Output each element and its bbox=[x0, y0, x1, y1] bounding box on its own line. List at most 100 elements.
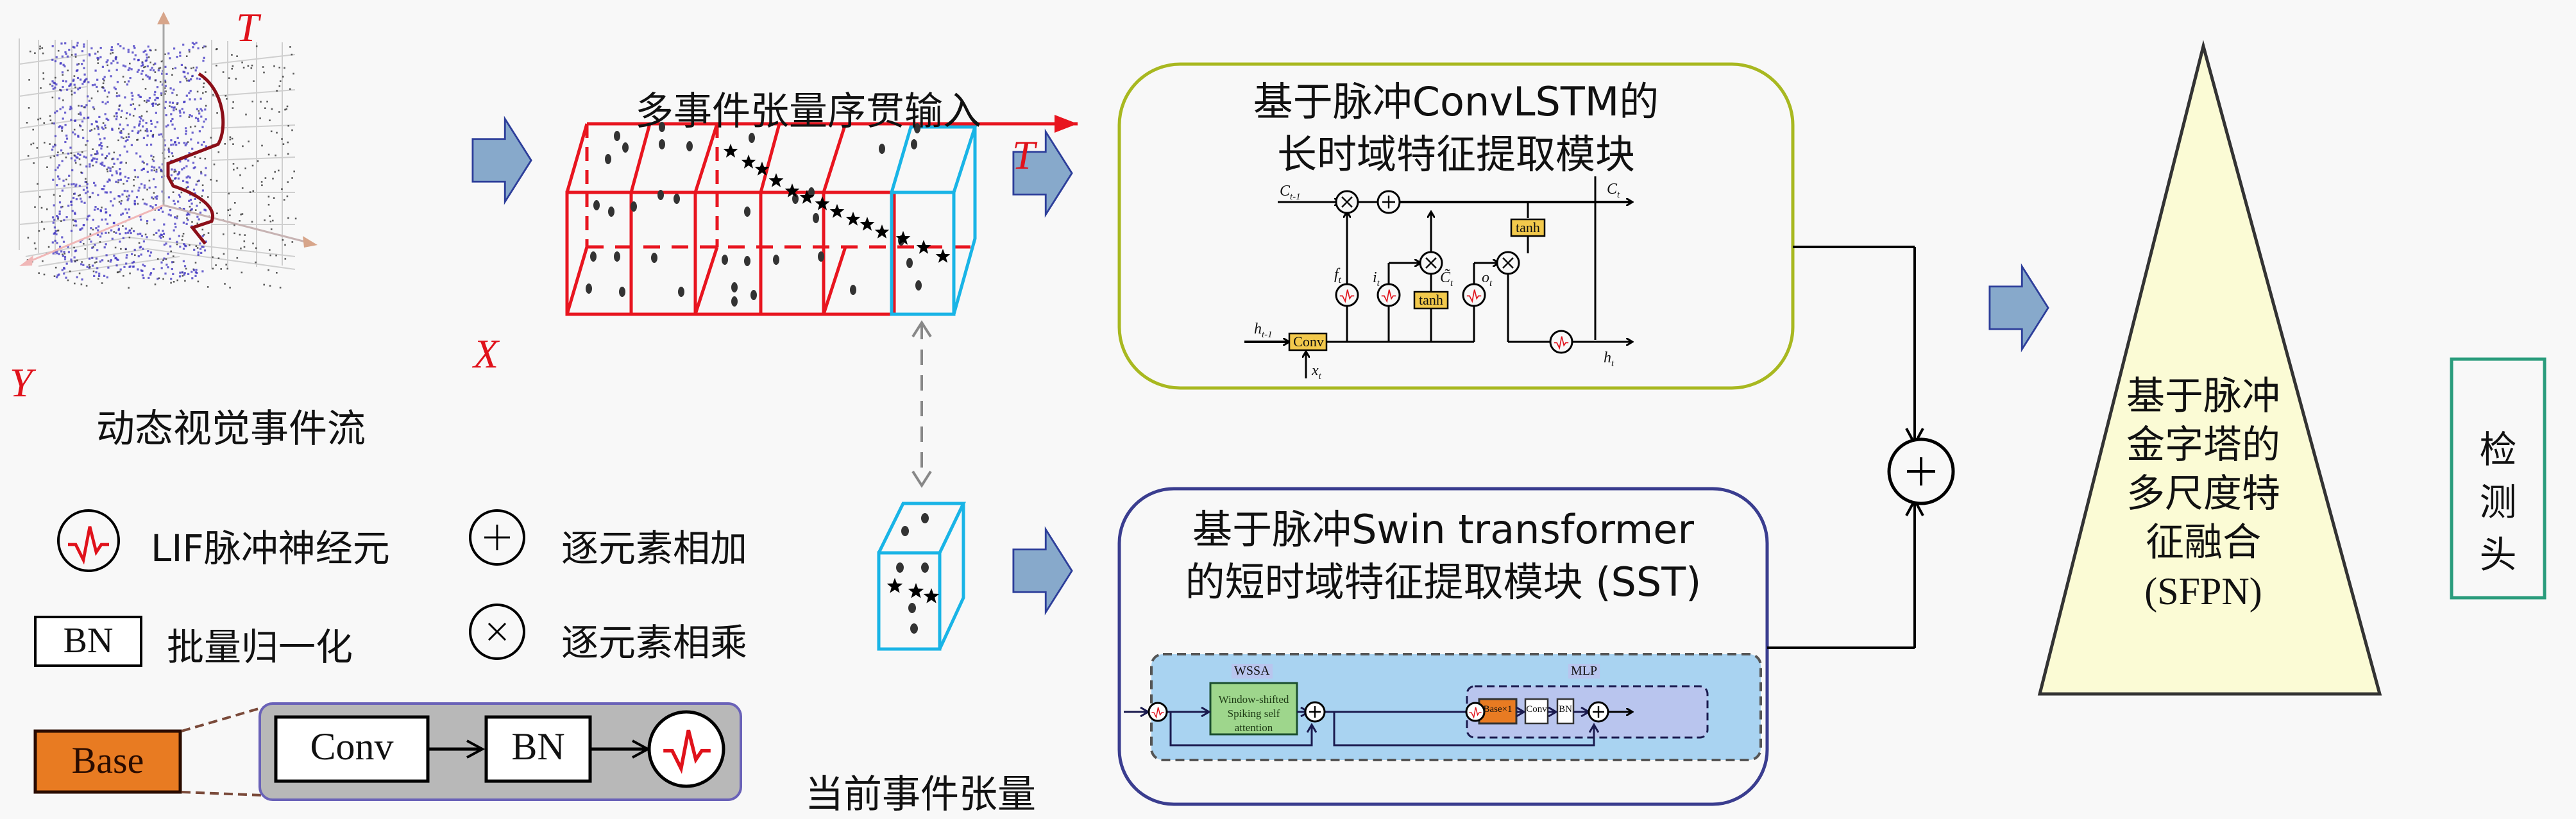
event-point bbox=[53, 219, 56, 221]
event-point bbox=[160, 170, 162, 173]
event-point bbox=[283, 199, 285, 201]
event-point bbox=[207, 232, 210, 234]
event-point bbox=[80, 114, 82, 116]
event-point bbox=[27, 155, 30, 157]
event-point bbox=[165, 242, 167, 245]
event-point bbox=[70, 119, 72, 121]
event-point bbox=[251, 221, 253, 223]
event-point bbox=[152, 198, 155, 200]
event-point bbox=[185, 78, 187, 80]
event-point bbox=[91, 159, 94, 162]
event-point bbox=[170, 250, 172, 253]
event-point bbox=[203, 45, 206, 47]
event-point bbox=[36, 147, 38, 149]
event-point bbox=[82, 264, 85, 266]
event-point bbox=[188, 152, 191, 155]
base-expand-line-top bbox=[181, 706, 264, 732]
event-point bbox=[113, 231, 115, 233]
event-point bbox=[105, 218, 107, 221]
event-point bbox=[106, 170, 109, 173]
event-dot bbox=[674, 194, 680, 204]
event-point bbox=[201, 46, 204, 49]
event-point bbox=[188, 213, 191, 215]
event-point bbox=[183, 243, 185, 246]
event-point bbox=[148, 276, 150, 279]
event-point bbox=[72, 131, 74, 134]
event-point bbox=[92, 246, 94, 248]
event-point bbox=[161, 170, 164, 173]
event-point bbox=[146, 189, 148, 190]
event-point bbox=[175, 108, 178, 110]
event-point bbox=[227, 209, 230, 211]
event-point bbox=[133, 58, 136, 61]
event-point bbox=[57, 151, 59, 153]
event-point bbox=[251, 64, 253, 67]
event-point bbox=[158, 235, 161, 238]
event-point bbox=[176, 102, 179, 105]
event-point bbox=[107, 266, 110, 269]
event-point bbox=[148, 78, 151, 80]
event-point bbox=[171, 123, 174, 126]
event-point bbox=[170, 120, 173, 122]
event-point bbox=[115, 170, 118, 173]
event-point bbox=[76, 42, 79, 44]
event-point bbox=[167, 253, 169, 255]
event-point bbox=[171, 101, 174, 104]
event-point bbox=[113, 162, 115, 165]
event-point bbox=[159, 67, 162, 69]
event-point bbox=[86, 218, 89, 221]
event-point bbox=[97, 133, 100, 136]
event-point bbox=[169, 209, 172, 212]
event-point bbox=[245, 114, 247, 115]
event-point bbox=[239, 220, 241, 222]
event-point bbox=[156, 86, 159, 89]
event-point bbox=[183, 167, 185, 169]
event-point bbox=[200, 171, 202, 173]
event-point bbox=[43, 228, 46, 230]
event-point bbox=[142, 198, 144, 201]
event-point bbox=[38, 272, 40, 274]
event-point bbox=[128, 67, 131, 70]
event-point bbox=[71, 210, 74, 212]
event-point bbox=[149, 69, 152, 71]
event-point bbox=[287, 153, 289, 155]
event-point bbox=[42, 78, 45, 80]
event-point bbox=[119, 178, 122, 181]
event-point bbox=[199, 201, 201, 204]
event-point bbox=[162, 259, 164, 262]
event-point bbox=[140, 169, 143, 171]
event-point bbox=[199, 248, 202, 250]
event-dot bbox=[731, 296, 738, 307]
event-point bbox=[88, 264, 90, 266]
event-point bbox=[41, 47, 44, 49]
event-point bbox=[142, 119, 144, 122]
event-point bbox=[119, 45, 122, 47]
event-point bbox=[191, 131, 194, 134]
event-point bbox=[80, 283, 83, 285]
event-point bbox=[105, 102, 107, 105]
convlstm-operators bbox=[1335, 190, 1573, 354]
event-point bbox=[107, 166, 110, 169]
event-point bbox=[110, 200, 112, 203]
event-point bbox=[142, 264, 144, 266]
event-point bbox=[105, 208, 107, 210]
event-point bbox=[164, 80, 167, 82]
event-point bbox=[134, 54, 137, 56]
event-point bbox=[120, 248, 122, 250]
event-point bbox=[67, 205, 70, 207]
event-point bbox=[155, 49, 157, 51]
times-icon bbox=[487, 622, 507, 641]
event-point bbox=[55, 266, 57, 269]
event-point bbox=[63, 267, 66, 270]
event-point bbox=[118, 94, 121, 97]
event-point bbox=[114, 88, 117, 90]
event-point bbox=[146, 128, 148, 131]
event-point bbox=[145, 122, 148, 124]
event-point bbox=[126, 124, 129, 126]
event-point bbox=[195, 42, 198, 44]
event-point bbox=[172, 273, 174, 275]
trajectory-star bbox=[895, 231, 911, 245]
event-point bbox=[103, 246, 106, 249]
event-point bbox=[100, 142, 103, 144]
event-point bbox=[220, 268, 222, 270]
